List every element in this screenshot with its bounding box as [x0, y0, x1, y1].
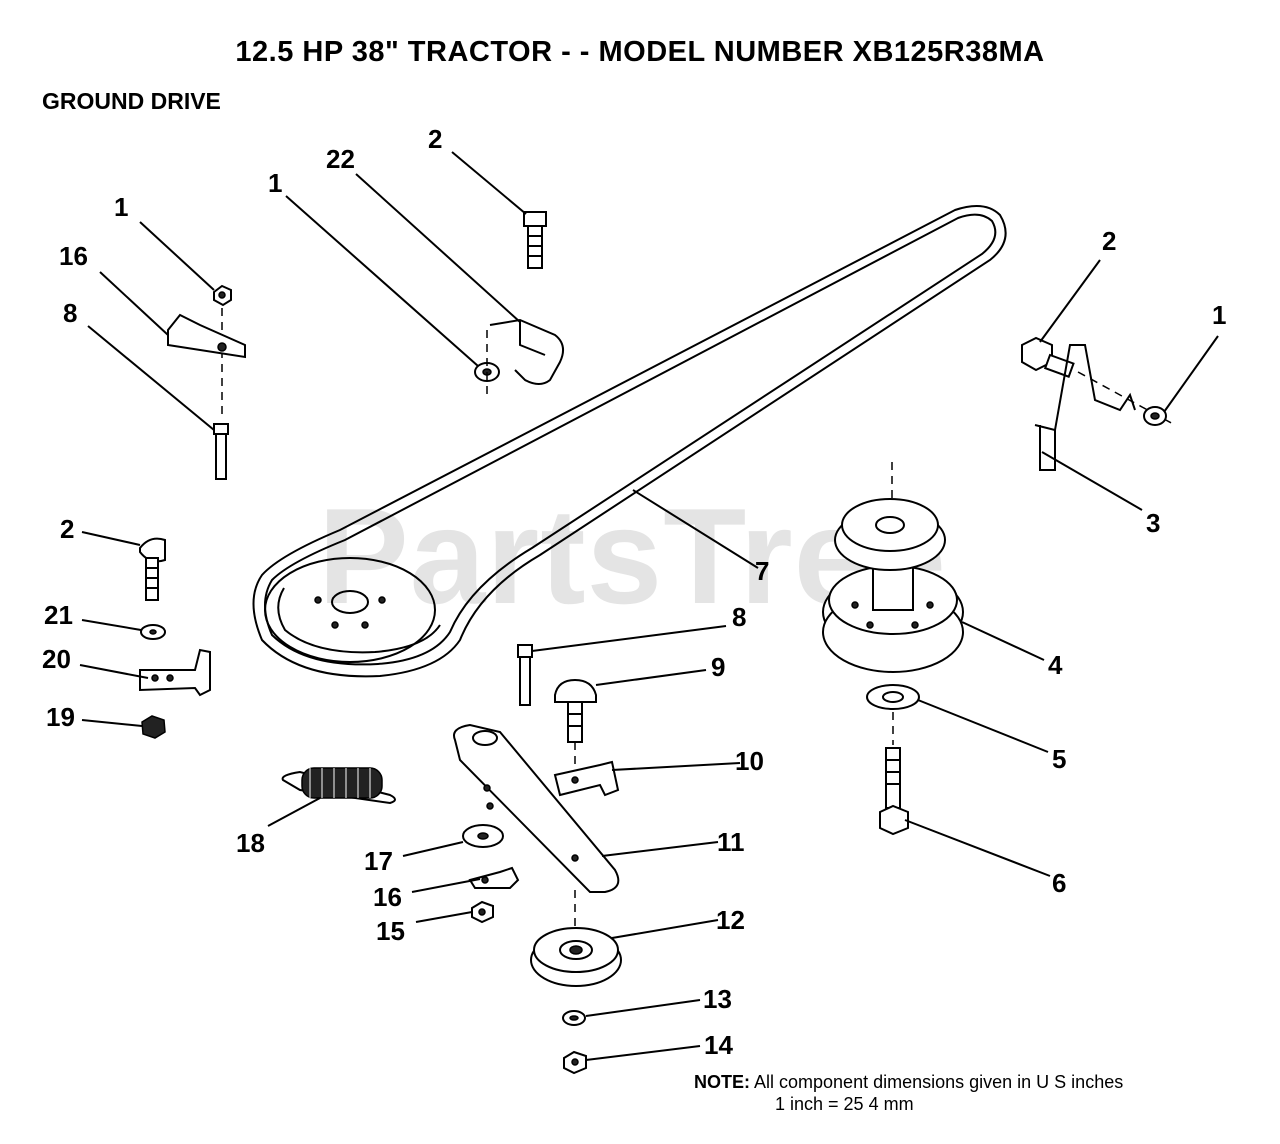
callout-label: 6 — [1052, 868, 1066, 898]
center-hardware — [453, 644, 620, 935]
diagram-title: 12.5 HP 38" TRACTOR - - MODEL NUMBER XB1… — [235, 36, 1045, 68]
callout-label: 5 — [1052, 744, 1066, 774]
note-label: NOTE: — [694, 1072, 750, 1092]
callout-label: 3 — [1146, 508, 1160, 538]
callout-label: 2 — [60, 514, 74, 544]
callout-numbers: 1 16 8 22 1 2 2 1 3 7 2 21 20 19 18 8 9 … — [42, 124, 1226, 1060]
callout-label: 17 — [364, 846, 393, 876]
callout-label: 13 — [703, 984, 732, 1014]
callout-label: 18 — [236, 828, 265, 858]
section-title: GROUND DRIVE — [42, 88, 221, 114]
callout-label: 1 — [1212, 300, 1226, 330]
callout-label: 21 — [44, 600, 73, 630]
double-pulley — [822, 462, 964, 673]
callout-label: 1 — [268, 168, 282, 198]
callout-label: 12 — [716, 905, 745, 935]
dimension-note: NOTE: All component dimensions given in … — [694, 1071, 1124, 1114]
note-line-1: All component dimensions given in U S in… — [754, 1072, 1124, 1092]
idler-pulley — [530, 927, 622, 1075]
callout-label: 2 — [428, 124, 442, 154]
drive-pulley — [264, 557, 436, 663]
callout-label: 19 — [46, 702, 75, 732]
callout-label: 15 — [376, 916, 405, 946]
callout-label: 8 — [63, 298, 77, 328]
callout-label: 1 — [114, 192, 128, 222]
center-top-hardware — [474, 211, 565, 395]
callout-label: 16 — [59, 241, 88, 271]
callout-label: 20 — [42, 644, 71, 674]
callout-label: 9 — [711, 652, 725, 682]
callout-label: 4 — [1048, 650, 1063, 680]
callout-label: 7 — [755, 556, 769, 586]
lower-left-arm-hardware — [462, 824, 520, 924]
callout-label: 22 — [326, 144, 355, 174]
callout-label: 14 — [704, 1030, 733, 1060]
left-middle-hardware — [139, 537, 211, 739]
callout-label: 10 — [735, 746, 764, 776]
right-top-hardware — [1021, 336, 1176, 471]
tension-spring — [281, 767, 396, 805]
callout-label: 11 — [717, 827, 745, 857]
lower-right-hardware — [866, 684, 920, 836]
leader-lines — [79, 151, 1219, 1061]
upper-left-hardware — [167, 284, 246, 480]
callout-label: 2 — [1102, 226, 1116, 256]
callout-label: 16 — [373, 882, 402, 912]
callout-label: 8 — [732, 602, 746, 632]
note-line-2: 1 inch = 25 4 mm — [775, 1094, 914, 1114]
